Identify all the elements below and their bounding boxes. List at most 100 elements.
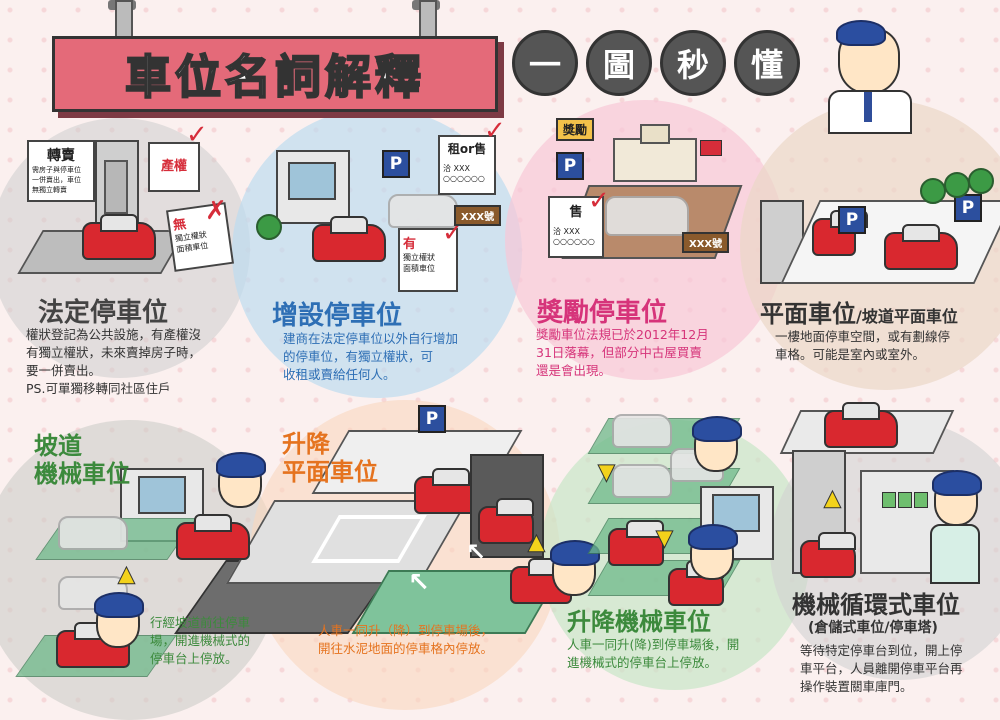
legal-desc-3: 要一併賣出。 <box>26 363 102 378</box>
added-parking-sign: P <box>382 150 410 178</box>
arrow-up-icon: ▲ <box>528 530 546 556</box>
check-icon: ✓ <box>588 186 610 216</box>
flat-parking-sign-1: P <box>838 206 866 234</box>
check-icon: ✓ <box>186 120 208 150</box>
ramp-desc-3: 停車台上停放。 <box>150 651 238 666</box>
lift-flat-desc-2: 開往水泥地面的停車格內停放。 <box>318 641 494 656</box>
legal-desc-1: 權狀登記為公共設施，有產權沒 <box>26 327 202 342</box>
lift-flat-title: 升降 平面車位 <box>282 430 378 486</box>
flat-title-main: 平面車位 <box>760 300 856 328</box>
lift-flat-title-line-1: 升降 <box>282 430 330 458</box>
reward-desc: 獎勵車位法規已於2012年12月 31日落幕，但部分中古屋買賣 還是會出現。 <box>536 326 709 380</box>
presenter-face <box>836 20 900 94</box>
lift-mech-desc: 人車一同升(降)到停車場後，開 進機械式的停車台上停放。 <box>567 636 739 672</box>
lift-flat-title-line-2: 平面車位 <box>282 458 378 486</box>
flat-desc: 一樓地面停車空間，或有劃線停 車格。可能是室內或室外。 <box>775 328 950 364</box>
reward-sign: 獎勵 <box>556 118 595 141</box>
cycle-subtitle: (倉儲式車位/停車塔) <box>808 620 938 636</box>
reward-plate: XXX號 <box>682 232 730 253</box>
reward-desc-1: 獎勵車位法規已於2012年12月 <box>536 327 709 342</box>
cycle-desc-3: 操作裝置關車庫門。 <box>800 679 913 694</box>
flat-tree-2 <box>944 172 970 198</box>
added-window <box>288 162 336 200</box>
lift-flat-parking-sign: P <box>418 405 446 433</box>
page-title: 車位名詞解釋 <box>124 49 425 105</box>
added-has-doc: 有 獨立權狀 面積車位 <box>398 228 458 292</box>
title-banner: 車位名詞解釋 <box>52 36 498 112</box>
flat-parking-sign-2: P <box>954 194 982 222</box>
ramp-desc-2: 場，開進機械式的 <box>150 633 251 648</box>
reward-parking-sign: P <box>556 152 584 180</box>
cycle-button-3 <box>914 492 928 508</box>
cycle-bottom-car <box>800 532 856 578</box>
reward-sale-phone: ○○○○○○ <box>553 237 595 246</box>
cross-icon: ✗ <box>205 196 227 226</box>
legal-car <box>82 214 156 260</box>
added-plate: XXX號 <box>454 205 502 226</box>
arrow-down-icon: ▼ <box>656 526 674 552</box>
ramp-car-top <box>176 514 250 560</box>
legal-transfer-note-1: 需房子與停車位 <box>32 166 81 174</box>
added-has-note-2: 面積車位 <box>403 264 435 273</box>
reward-sale-doc: 售 洽 XXX ○○○○○○ <box>548 196 604 258</box>
ramp-desc: 行經坡道前往停車 場，開進機械式的 停車台上停放。 <box>150 614 250 668</box>
added-has-title: 有 <box>403 237 417 252</box>
cycle-button-1 <box>882 492 896 508</box>
flat-tree-1 <box>920 178 946 204</box>
lift-mech-face-2 <box>688 524 738 580</box>
lift-flat-desc: 人車一同升（降）到停車場後， 開往水泥地面的停車格內停放。 <box>318 622 493 658</box>
added-rent-phone: ○○○○○○ <box>443 174 485 183</box>
cycle-operator-face <box>932 470 982 526</box>
lift-flat-driver-face <box>550 540 600 596</box>
added-tree <box>256 214 282 240</box>
flat-desc-1: 一樓地面停車空間，或有劃線停 <box>775 329 951 344</box>
added-rent-doc: 租or售 洽 XXX ○○○○○○ <box>438 135 496 195</box>
cycle-top-car <box>824 402 898 448</box>
cycle-button-2 <box>898 492 912 508</box>
legal-property-doc: 產權 <box>148 142 200 192</box>
flat-car <box>884 224 958 270</box>
lift-arrow-up-left-icon-2: ↖ <box>466 538 487 566</box>
added-car <box>312 216 386 262</box>
legal-transfer-note-2: 一併賣出，車位 <box>32 176 81 184</box>
lift-mech-ghost-car-2 <box>612 464 672 498</box>
legal-desc-4: PS.可單獨移轉同社區住戶 <box>26 381 171 396</box>
lift-mech-car-1 <box>608 520 664 566</box>
arrow-up-icon: ▲ <box>824 486 842 512</box>
ramp-desc-1: 行經坡道前往停車 <box>150 615 251 630</box>
lift-arrow-up-left-icon: ↖ <box>408 568 430 598</box>
reward-desc-2: 31日落幕，但部分中古屋買賣 <box>536 345 702 360</box>
subtitle-bubbles: 一 圖 秒 懂 <box>512 30 800 96</box>
ramp-title-line-1: 坡道 <box>34 432 82 460</box>
cycle-desc-2: 車平台，人員離開停車平台再 <box>800 661 963 676</box>
lift-flat-desc-1: 人車一同升（降）到停車場後， <box>318 623 494 638</box>
reward-ghost-car <box>605 196 689 236</box>
added-rent-title: 租or售 <box>447 142 487 156</box>
reward-title: 獎勵停車位 <box>537 298 668 328</box>
cycle-desc-1: 等待特定停車台到位，開上停 <box>800 643 963 658</box>
ramp-person-face <box>216 452 266 508</box>
ramp-title-line-2: 機械車位 <box>34 460 130 488</box>
bubble-1: 一 <box>512 30 578 96</box>
cycle-desc: 等待特定停車台到位，開上停 車平台，人員離開停車平台再 操作裝置關車庫門。 <box>800 642 963 696</box>
arrow-down-icon: ▼ <box>598 460 616 486</box>
bubble-2: 圖 <box>586 30 652 96</box>
legal-transfer-doc: 轉賣 需房子與停車位 一併賣出，車位 無獨立轉賣 <box>27 140 95 202</box>
legal-desc: 權狀登記為公共設施，有產權沒 有獨立權狀，未來賣掉房子時， 要一併賣出。 PS.… <box>26 326 201 398</box>
reward-building <box>613 138 697 182</box>
ramp-window <box>138 476 186 514</box>
bubble-4: 懂 <box>734 30 800 96</box>
legal-transfer-note-3: 無獨立轉賣 <box>32 186 67 194</box>
lift-mech-face-1 <box>692 416 742 472</box>
reward-sale-title: 售 <box>569 205 583 220</box>
flat-title: 平面車位/坡道平面車位 <box>760 294 958 329</box>
added-rent-note: 洽 XXX <box>443 164 470 173</box>
flat-title-sub: /坡道平面車位 <box>856 307 958 326</box>
cycle-title: 機械循環式車位 <box>792 591 960 619</box>
presenter-tie <box>864 92 872 122</box>
flat-tree-3 <box>968 168 994 194</box>
lift-mech-title: 升降機械車位 <box>567 608 711 636</box>
added-title: 增設停車位 <box>272 301 403 331</box>
lift-mech-desc-1: 人車一同升(降)到停車場後，開 <box>567 637 740 652</box>
cycle-operator-body <box>930 524 980 584</box>
